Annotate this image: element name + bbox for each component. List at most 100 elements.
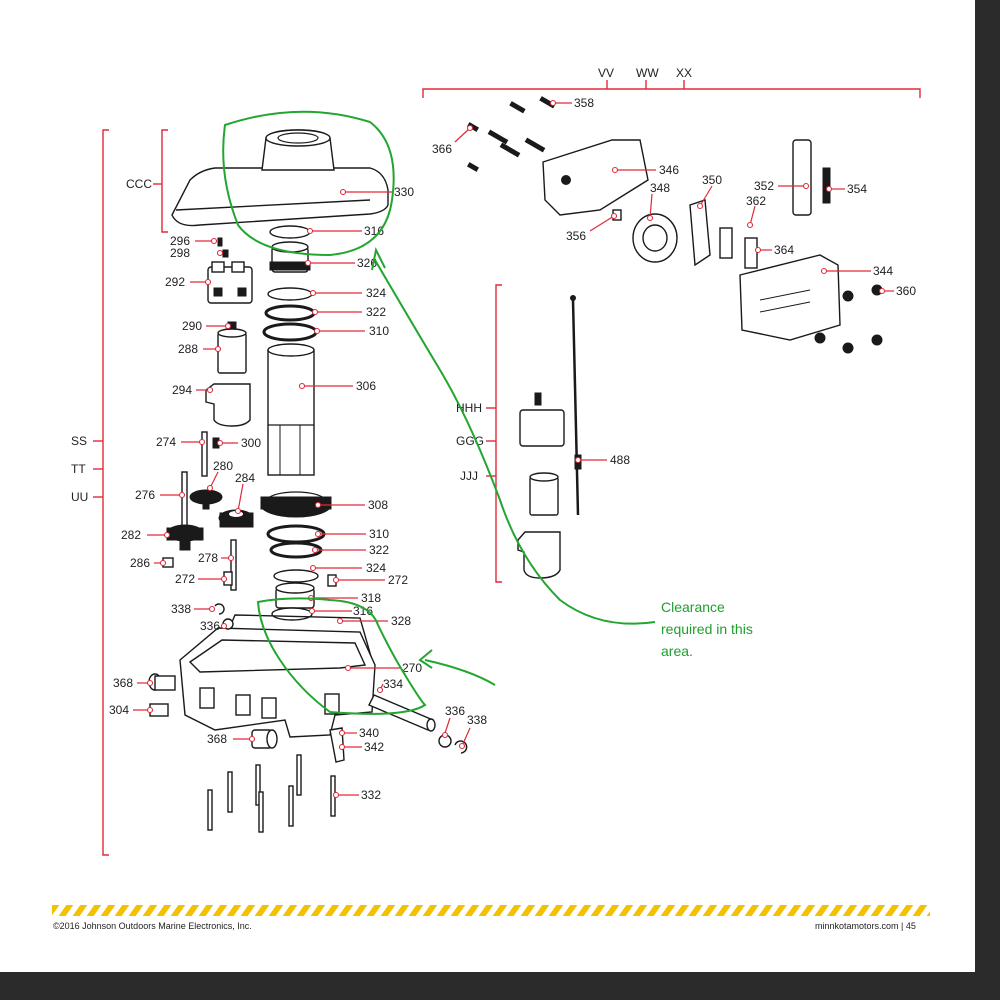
label-344: 344 xyxy=(873,264,893,278)
part-bushing-318 xyxy=(275,582,315,609)
part-gear-282 xyxy=(166,524,204,551)
label-270: 270 xyxy=(402,661,422,675)
part-housing-344 xyxy=(739,254,841,341)
part-screws-332 xyxy=(207,754,336,833)
label-488: 488 xyxy=(610,453,630,467)
label-304: 304 xyxy=(109,703,129,717)
label-332: 332 xyxy=(361,788,381,802)
annotation-arrowhead-up xyxy=(371,246,386,271)
group-bracket-ss-tt-uu xyxy=(93,129,109,856)
part-motor-288-290 xyxy=(217,321,247,374)
label-354: 354 xyxy=(847,182,867,196)
group-label-tt: TT xyxy=(71,462,86,476)
part-holder-294 xyxy=(205,383,251,427)
label-346: 346 xyxy=(659,163,679,177)
label-340: 340 xyxy=(359,726,379,740)
group-label-ww: WW xyxy=(636,66,659,80)
footer-copyright: ©2016 Johnson Outdoors Marine Electronic… xyxy=(53,921,252,931)
part-pin-274 xyxy=(201,431,208,477)
group-label-ss: SS xyxy=(71,434,87,448)
label-330: 330 xyxy=(394,185,414,199)
annotation-arrow-left xyxy=(424,659,496,686)
label-348: 348 xyxy=(650,181,670,195)
clearance-annotation: Clearance required in this area. xyxy=(222,110,753,715)
part-bracket-350 xyxy=(689,199,711,267)
part-plate-346 xyxy=(542,139,649,216)
label-298: 298 xyxy=(170,246,190,260)
label-324-bottom: 324 xyxy=(366,561,386,575)
group-label-xx: XX xyxy=(676,66,692,80)
part-bushing-326 xyxy=(269,241,311,273)
part-gear-284 xyxy=(218,509,254,528)
label-360: 360 xyxy=(896,284,916,298)
label-366: 366 xyxy=(432,142,452,156)
part-gear-280 xyxy=(189,489,223,510)
label-318: 318 xyxy=(361,591,381,605)
label-334: 334 xyxy=(383,677,403,691)
annotation-text-line1: Clearance xyxy=(661,599,725,615)
part-clips-362-364 xyxy=(719,227,758,269)
group-label-ggg: GGG xyxy=(456,434,484,448)
label-358: 358 xyxy=(574,96,594,110)
part-plug-368-left xyxy=(148,673,176,691)
part-motor-ggg xyxy=(529,472,559,516)
group-bracket-hhh-ggg-jjj xyxy=(486,284,502,583)
label-278: 278 xyxy=(198,551,218,565)
exploded-parts-diagram: VV WW XX CCC SS TT UU HHH GGG JJJ xyxy=(52,66,930,916)
annotation-outline-bottom xyxy=(256,597,427,715)
viewer-edge-bottom xyxy=(0,972,1000,1000)
label-288: 288 xyxy=(178,342,198,356)
label-352: 352 xyxy=(754,179,774,193)
viewer-edge-right xyxy=(975,0,1000,1000)
label-290: 290 xyxy=(182,319,202,333)
part-clip-338-left xyxy=(214,603,225,615)
label-284: 284 xyxy=(235,471,255,485)
part-ring-316-top xyxy=(269,225,311,239)
label-368-bottom: 368 xyxy=(207,732,227,746)
label-324-top: 324 xyxy=(366,286,386,300)
label-338-right: 338 xyxy=(467,713,487,727)
part-switch-292 xyxy=(207,261,253,304)
group-bracket-ccc xyxy=(153,129,168,233)
label-274: 274 xyxy=(156,435,176,449)
annotation-circle-top xyxy=(222,110,395,257)
group-label-uu: UU xyxy=(71,490,88,504)
part-screws-358-366 xyxy=(466,96,556,172)
label-338-left: 338 xyxy=(171,602,191,616)
label-316-top: 316 xyxy=(364,224,384,238)
footer-site-page: minnkotamotors.com | 45 xyxy=(815,921,916,931)
annotation-arrow-up xyxy=(374,259,656,625)
label-292: 292 xyxy=(165,275,185,289)
label-362: 362 xyxy=(746,194,766,208)
label-328: 328 xyxy=(391,614,411,628)
label-322-top: 322 xyxy=(366,305,386,319)
label-282: 282 xyxy=(121,528,141,542)
part-switch-hhh xyxy=(519,392,565,447)
part-shaft-276 xyxy=(181,471,188,533)
label-322-bottom: 322 xyxy=(369,543,389,557)
part-oring-324-bottom xyxy=(273,569,319,583)
part-number-labels: 330 316 326 324 322 310 306 308 310 322 … xyxy=(109,96,916,802)
label-276: 276 xyxy=(135,488,155,502)
part-cable-488 xyxy=(570,295,582,516)
label-342: 342 xyxy=(364,740,384,754)
part-cover-330 xyxy=(171,129,389,227)
manual-page: VV WW XX CCC SS TT UU HHH GGG JJJ xyxy=(52,66,930,931)
label-368-left: 368 xyxy=(113,676,133,690)
label-310-bottom: 310 xyxy=(369,527,389,541)
part-oring-324-top xyxy=(267,287,313,301)
annotation-text-line3: area. xyxy=(661,643,693,659)
label-296: 296 xyxy=(170,234,190,248)
label-336-right: 336 xyxy=(445,704,465,718)
label-336-left: 336 xyxy=(200,619,220,633)
part-housing-270 xyxy=(179,627,376,738)
label-280: 280 xyxy=(213,459,233,473)
part-latch-352 xyxy=(792,139,812,216)
group-label-jjj: JJJ xyxy=(460,469,478,483)
part-spring-354 xyxy=(822,167,831,204)
label-356: 356 xyxy=(566,229,586,243)
label-308: 308 xyxy=(368,498,388,512)
leader-lines xyxy=(133,99,894,799)
part-plug-368-bottom xyxy=(251,729,278,749)
label-316-bottom: 316 xyxy=(353,604,373,618)
